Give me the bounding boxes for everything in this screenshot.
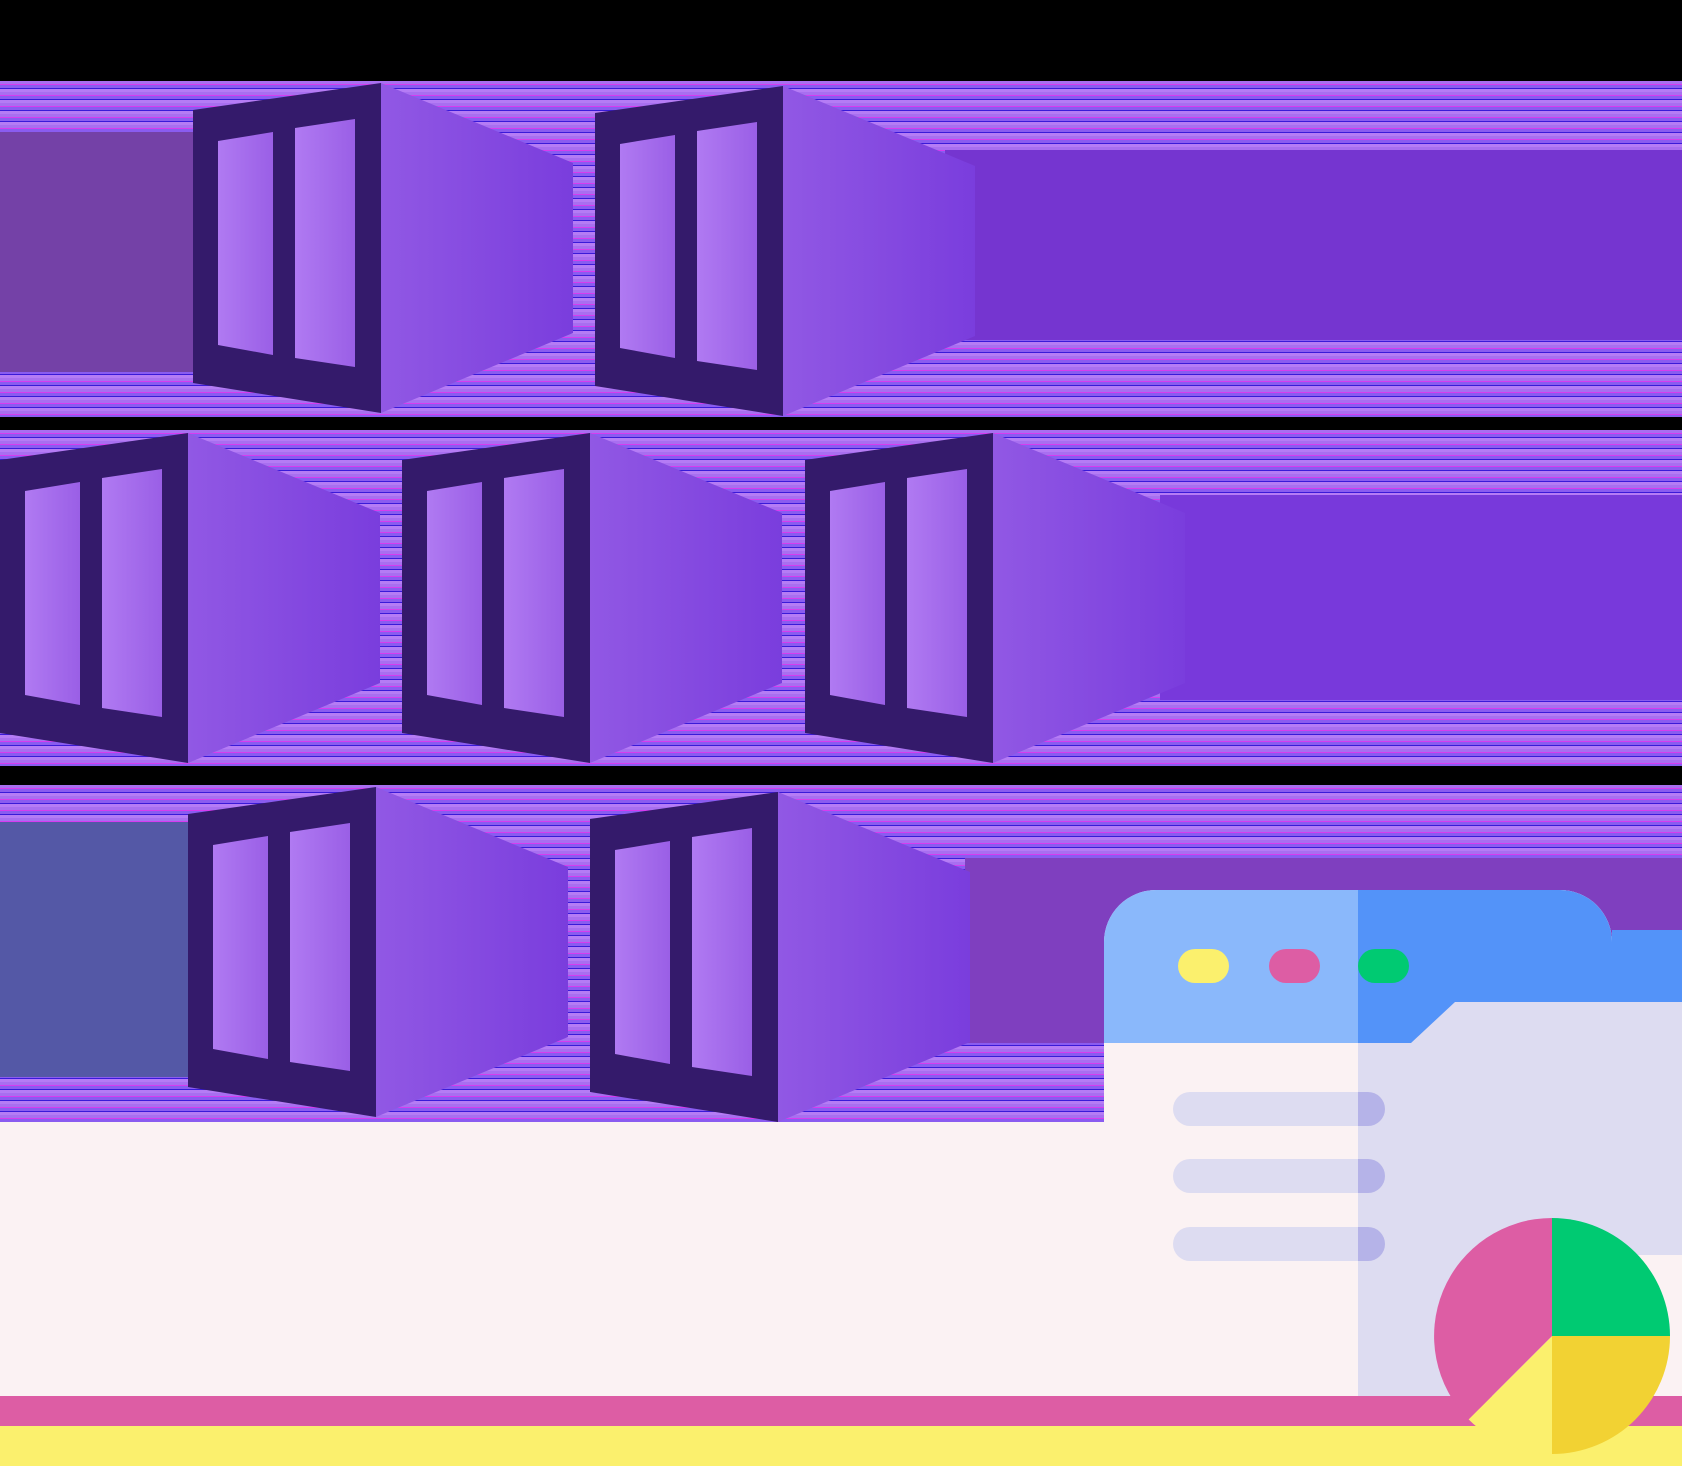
top-black-band	[0, 0, 1682, 81]
window-dot-yellow	[1178, 949, 1229, 983]
container-icon	[188, 787, 568, 1117]
black-divider-2	[0, 766, 1682, 785]
text-line	[1173, 1159, 1385, 1193]
row-3-left-fill	[0, 822, 188, 1077]
container-icon	[402, 433, 782, 763]
window-dot-pink	[1269, 949, 1320, 983]
container-icon	[193, 83, 573, 413]
black-divider-1	[0, 417, 1682, 430]
container-icon	[805, 433, 1185, 763]
bottom-pink-stripe	[0, 1396, 1682, 1426]
container-icon	[0, 433, 380, 763]
text-line	[1173, 1227, 1385, 1261]
row-1-left-fill	[0, 132, 193, 372]
pie-slice-green	[1552, 1218, 1670, 1336]
text-line	[1173, 1092, 1385, 1126]
bottom-yellow-stripe	[0, 1426, 1682, 1466]
container-icon	[595, 86, 975, 416]
pie-slice-light-yellow	[1468, 1336, 1552, 1454]
pie-chart	[1434, 1218, 1670, 1454]
pie-slice-dark-yellow	[1552, 1336, 1670, 1454]
pie-slice-pink	[1434, 1218, 1552, 1420]
container-icon	[590, 792, 970, 1122]
row-1-right-fill	[945, 150, 1682, 340]
row-2-right-fill	[1160, 495, 1682, 700]
window-dot-green	[1358, 949, 1409, 983]
